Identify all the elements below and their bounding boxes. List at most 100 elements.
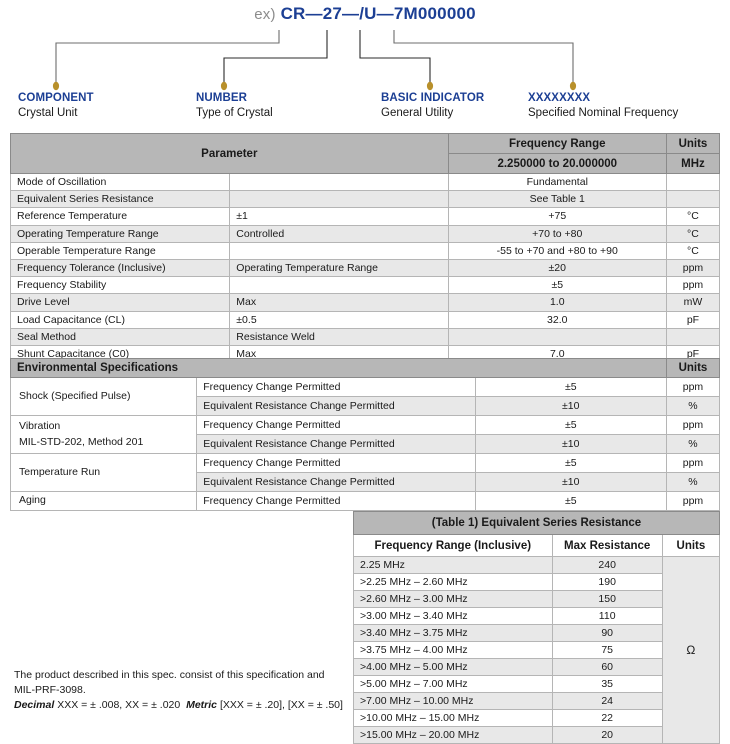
part-number-code: CR—27—/U—7M000000 <box>280 4 476 23</box>
callout-number-desc: Type of Crystal <box>196 107 273 119</box>
part-number-line: ex) CR—27—/U—7M000000 <box>0 4 730 24</box>
environmental-test-cell: Frequency Change Permitted <box>196 453 476 473</box>
callout-number: NUMBER Type of Crystal <box>196 92 273 119</box>
environmental-test-cell: Frequency Change Permitted <box>196 491 476 511</box>
parameter-value-cell: ±20 <box>447 258 667 278</box>
callout-basic-indicator: BASIC INDICATOR General Utility <box>381 92 484 119</box>
esr-range-cell: >3.00 MHz – 3.40 MHz <box>353 607 553 625</box>
footnote-decimal-value: XXX = ± .008, XX = ± .020 <box>57 699 181 712</box>
environmental-units-cell: ppm <box>665 377 721 397</box>
parameter-value-cell: Fundamental <box>447 172 667 192</box>
parameter-units-cell <box>665 327 721 346</box>
parameter-value-cell: See Table 1 <box>447 190 667 209</box>
callout-number-title: NUMBER <box>196 92 248 104</box>
parameter-units-cell <box>665 172 721 192</box>
environmental-units-header-cell: Units <box>665 358 721 378</box>
environmental-group-name-cell: Shock (Specified Pulse) <box>9 377 198 416</box>
parameter-name-cell: Frequency Stability <box>9 276 231 295</box>
units-value-cell: MHz <box>665 153 721 174</box>
parameter-name-cell: Operating Temperature Range <box>9 224 231 243</box>
esr-resistance-header-cell: Max Resistance <box>551 534 663 557</box>
esr-units-header-cell: Units <box>661 534 721 557</box>
callout-component-title: COMPONENT <box>18 92 94 104</box>
units-header-cell: Units <box>665 133 721 154</box>
parameter-value-cell: +70 to +80 <box>447 224 667 243</box>
parameter-name-cell: Operable Temperature Range <box>9 241 231 260</box>
table-row: Temperature Run Frequency Change Permitte… <box>9 453 721 492</box>
parameter-value-cell: 32.0 <box>447 310 667 329</box>
table-row: Equivalent Resistance Change Permitted±1… <box>11 396 721 416</box>
parameter-value-cell: ±5 <box>447 276 667 295</box>
esr-range-cell: >2.25 MHz – 2.60 MHz <box>353 573 553 591</box>
parameter-name-cell: Reference Temperature <box>9 207 231 226</box>
footnote-line-1: The product described in this spec. cons… <box>14 669 325 681</box>
environmental-group-name-line-1: Shock (Specified Pulse) <box>19 389 131 402</box>
environmental-value-cell: ±10 <box>474 472 667 492</box>
esr-resistance-cell: 24 <box>551 692 663 710</box>
esr-range-cell: >3.75 MHz – 4.00 MHz <box>353 641 553 659</box>
parameter-value-cell <box>447 327 667 346</box>
frequency-range-value-cell: 2.250000 to 20.000000 <box>447 153 667 174</box>
parameter-units-cell: °C <box>665 224 721 243</box>
esr-resistance-cell: 75 <box>551 641 663 659</box>
frequency-range-header-cell: Frequency Range <box>447 133 667 154</box>
environmental-units-cell: ppm <box>665 453 721 473</box>
parameter-name-cell: Frequency Tolerance (Inclusive) <box>9 258 231 278</box>
esr-range-cell: >7.00 MHz – 10.00 MHz <box>353 692 553 710</box>
esr-resistance-cell: 240 <box>551 556 663 574</box>
esr-title-cell: (Table 1) Equivalent Series Resistance <box>353 511 720 535</box>
parameter-condition-cell: ±0.5 <box>229 310 449 329</box>
esr-resistance-cell: 20 <box>551 726 663 744</box>
environmental-test-cell: Equivalent Resistance Change Permitted <box>196 396 476 416</box>
table-row: Reference Temperature±1+75°C <box>9 207 721 226</box>
leader-lines <box>52 30 577 91</box>
leader-dots <box>52 81 577 91</box>
table-row: Equivalent Resistance Change Permitted±1… <box>11 472 721 492</box>
parameter-units-cell: °C <box>665 241 721 260</box>
parameter-units-cell: °C <box>665 207 721 226</box>
parameter-condition-cell: ±1 <box>229 207 449 226</box>
table-row: Operable Temperature Range-55 to +70 and… <box>9 241 721 260</box>
parameter-condition-cell: Max <box>229 293 449 312</box>
parameter-units-cell: ppm <box>665 276 721 295</box>
parameter-name-cell: Mode of Oscillation <box>9 172 231 192</box>
parameter-condition-cell <box>229 276 449 295</box>
environmental-group-name-line-1: Vibration <box>19 420 61 433</box>
table-row: Mode of Oscillation Fundamental <box>9 172 721 192</box>
environmental-units-cell: % <box>665 472 721 492</box>
parameter-name-cell: Equivalent Series Resistance <box>9 190 231 209</box>
esr-range-header-cell: Frequency Range (Inclusive) <box>353 534 553 557</box>
esr-header-row: Frequency Range (Inclusive)Max Resistanc… <box>353 534 721 557</box>
parameter-value-cell: 1.0 <box>447 293 667 312</box>
footnote-metric-label: Metric <box>186 699 218 712</box>
esr-resistance-cell: 110 <box>551 607 663 625</box>
footnote-tolerances: Decimal XXX = ± .008, XX = ± .020 Metric… <box>14 698 344 713</box>
esr-resistance-cell: 190 <box>551 573 663 591</box>
footnote-decimal-label: Decimal <box>14 699 55 712</box>
callout-basic-indicator-desc: General Utility <box>381 107 454 119</box>
footnote-metric-value: [XXX = ± .20], [XX = ± .50] <box>219 699 343 712</box>
parameter-name-cell: Load Capacitance (CL) <box>9 310 231 329</box>
environmental-group-name-line-1: Temperature Run <box>19 465 101 478</box>
parameter-name-cell: Seal Method <box>9 327 231 346</box>
environmental-title-cell: Environmental Specifications <box>10 358 667 378</box>
table-row: Frequency Tolerance (Inclusive)Operating… <box>9 258 721 278</box>
part-number-diagram: ex) CR—27—/U—7M000000 COMPONENT Crystal … <box>0 0 730 130</box>
footnote: The product described in this spec. cons… <box>14 668 344 714</box>
environmental-value-cell: ±5 <box>474 377 667 397</box>
table-row: Shock (Specified Pulse)Frequency Change … <box>9 377 721 416</box>
